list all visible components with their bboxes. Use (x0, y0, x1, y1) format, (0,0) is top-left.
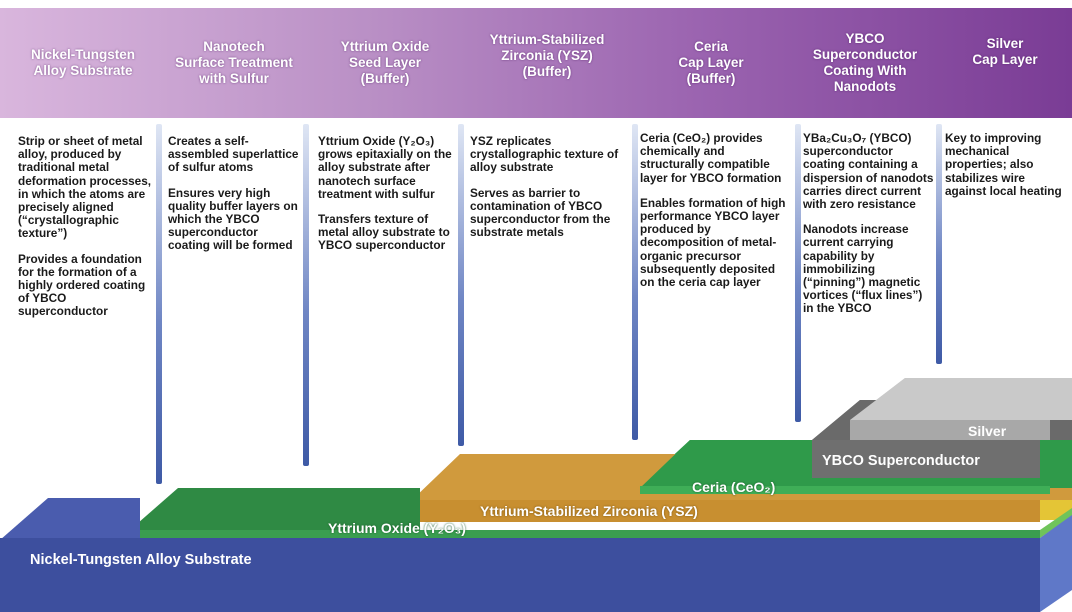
connector-line-yttrium-oxide (458, 124, 464, 446)
substrate-layer-top (0, 498, 140, 540)
label-silver: Silver (968, 423, 1007, 439)
connector-line-nanotech (303, 124, 309, 466)
silver-layer-front-overlay (850, 420, 1050, 440)
substrate-layer-side (1040, 515, 1072, 612)
label-substrate: Nickel-Tungsten Alloy Substrate (30, 552, 252, 568)
ysz-layer-front (412, 500, 1040, 522)
label-ybco: YBCO Superconductor (822, 453, 980, 469)
silver-layer-top-overlay (850, 378, 1072, 420)
description-silver: Key to improving mechanical properties; … (945, 131, 1062, 198)
yttrium-oxide-side (1040, 508, 1072, 538)
substrate-layer-front (0, 538, 1040, 612)
yttrium-oxide-layer-front (130, 530, 1040, 538)
description-ybco: YBa₂Cu₃O₇ (YBCO) superconductor coating … (803, 131, 934, 316)
label-ceria: Ceria (CeO₂) (692, 479, 776, 495)
connector-line-ysz (632, 124, 638, 440)
ceria-layer-front-overlay (640, 486, 1050, 494)
ybco-layer-front-overlay (812, 440, 1040, 478)
description-yttrium-oxide: Yttrium Oxide (Y₂O₃) grows epitaxially o… (318, 134, 452, 253)
connector-line-ceria (795, 124, 801, 422)
yttrium-oxide-layer-top (130, 488, 420, 530)
label-ysz: Yttrium-Stabilized Zirconia (YSZ) (480, 503, 698, 519)
connector-line-ybco (936, 124, 942, 364)
description-nanotech: Creates a self-assembled superlattice of… (168, 134, 299, 253)
description-nickel-tungsten: Strip or sheet of metal alloy, produced … (18, 134, 152, 319)
header-banner (0, 8, 1072, 118)
description-ysz: YSZ replicates crystallographic texture … (470, 134, 619, 240)
connector-line-substrate (156, 124, 162, 484)
description-ceria: Ceria (CeO₂) provides chemically and str… (640, 131, 786, 290)
label-yttrium-oxide: Yttrium Oxide (Y₂O₃) (328, 520, 466, 536)
